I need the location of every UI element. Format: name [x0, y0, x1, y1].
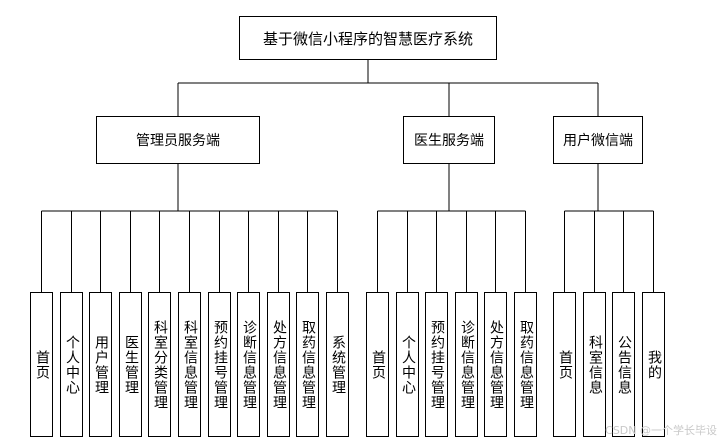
leaf-node: 个人中心: [60, 292, 83, 437]
leaf-label: 诊断信息管理: [459, 319, 475, 410]
leaf-node: 科室信息管理: [178, 292, 201, 437]
leaf-label: 诊断信息管理: [241, 319, 257, 410]
leaf-label: 取药信息管理: [300, 319, 316, 410]
leaf-node: 取药信息管理: [514, 292, 537, 437]
leaf-label: 首页: [34, 349, 50, 380]
leaf-label: 取药信息管理: [518, 319, 534, 410]
branch-node-doctor: 医生服务端: [403, 116, 495, 164]
leaf-node: 首页: [366, 292, 389, 437]
branch-label-user: 用户微信端: [563, 133, 633, 149]
leaf-label: 医生管理: [123, 334, 139, 395]
leaf-node: 我的: [642, 292, 665, 437]
leaf-label: 科室信息: [587, 334, 603, 395]
leaf-label: 个人中心: [400, 334, 416, 395]
leaf-node: 用户管理: [89, 292, 112, 437]
leaf-node: 医生管理: [119, 292, 142, 437]
leaf-label: 公告信息: [616, 334, 632, 395]
leaf-label: 处方信息管理: [488, 319, 504, 410]
leaf-node: 系统管理: [326, 292, 349, 437]
leaf-label: 科室信息管理: [182, 319, 198, 410]
leaf-label: 系统管理: [330, 334, 346, 395]
leaf-node: 诊断信息管理: [455, 292, 478, 437]
leaf-node: 诊断信息管理: [237, 292, 260, 437]
leaf-label: 个人中心: [64, 334, 80, 395]
leaf-label: 首页: [370, 349, 386, 380]
leaf-node: 首页: [30, 292, 53, 437]
leaf-node: 取药信息管理: [296, 292, 319, 437]
branch-node-admin: 管理员服务端: [96, 116, 260, 164]
leaf-node: 科室分类管理: [148, 292, 171, 437]
watermark: CSDN @一个学长毕设: [605, 424, 717, 437]
leaf-node: 预约挂号管理: [208, 292, 231, 437]
leaf-label: 科室分类管理: [152, 319, 168, 410]
leaf-node: 预约挂号管理: [425, 292, 448, 437]
leaf-node: 科室信息: [583, 292, 606, 437]
leaf-node: 首页: [553, 292, 576, 437]
branch-label-admin: 管理员服务端: [136, 133, 220, 149]
leaf-node: 处方信息管理: [267, 292, 290, 437]
leaf-label: 我的: [646, 349, 662, 380]
leaf-node: 个人中心: [396, 292, 419, 437]
root-label: 基于微信小程序的智慧医疗系统: [262, 29, 473, 48]
leaf-label: 预约挂号管理: [212, 319, 228, 410]
leaf-node: 处方信息管理: [484, 292, 507, 437]
leaf-label: 预约挂号管理: [429, 319, 445, 410]
root-node: 基于微信小程序的智慧医疗系统: [239, 16, 497, 60]
branch-node-user: 用户微信端: [553, 116, 643, 164]
leaf-label: 首页: [557, 349, 573, 380]
branch-label-doctor: 医生服务端: [414, 133, 484, 149]
leaf-label: 用户管理: [93, 334, 109, 395]
leaf-node: 公告信息: [612, 292, 635, 437]
leaf-label: 处方信息管理: [271, 319, 287, 410]
